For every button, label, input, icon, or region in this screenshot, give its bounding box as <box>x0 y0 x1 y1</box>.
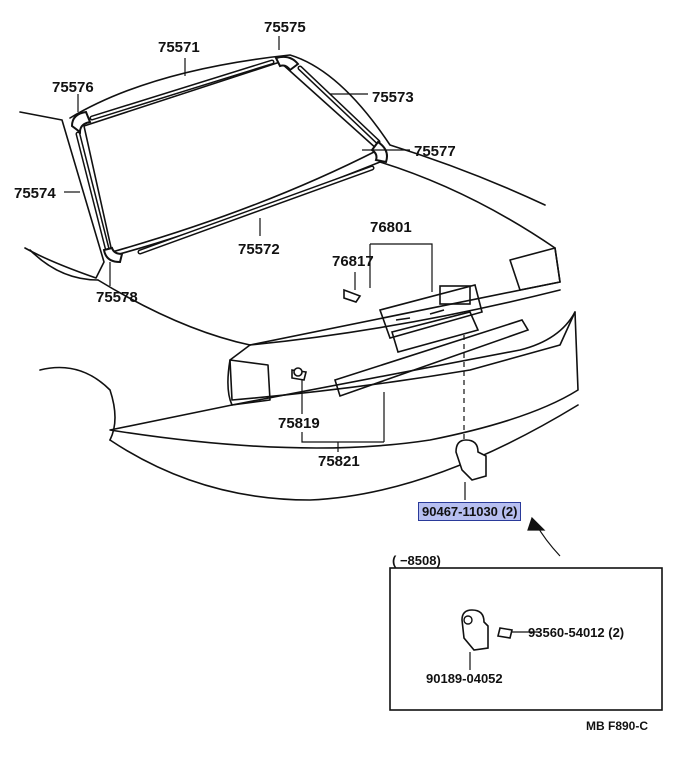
label-75576: 75576 <box>52 79 94 96</box>
corner-75577 <box>370 140 388 164</box>
clip-76817 <box>343 288 362 303</box>
inset-box <box>389 567 663 711</box>
label-75577: 75577 <box>414 143 456 160</box>
tail-light-left <box>227 359 271 406</box>
corner-75576 <box>70 110 92 134</box>
label-76801: 76801 <box>370 219 412 236</box>
trunk-edge <box>97 279 561 346</box>
label-90189: 90189-04052 <box>426 671 503 686</box>
corner-75575 <box>274 55 300 72</box>
label-93560: 93560-54012 (2) <box>528 625 625 640</box>
roof-outline <box>69 54 546 206</box>
label-75574: 75574 <box>14 185 56 202</box>
corner-75578 <box>102 246 124 264</box>
label-75573: 75573 <box>372 89 414 106</box>
label-75571: 75571 <box>158 39 200 56</box>
bolt-90467 <box>455 439 487 481</box>
bumper <box>109 311 579 449</box>
label-75821: 75821 <box>318 453 360 470</box>
fender <box>39 366 116 441</box>
label-75575: 75575 <box>264 19 306 36</box>
garnish-75821 <box>333 319 530 398</box>
rear-panel <box>229 311 576 401</box>
body-line <box>29 249 99 281</box>
label-75578: 75578 <box>96 289 138 306</box>
label-76817: 76817 <box>332 253 374 270</box>
license-bracket <box>378 284 483 339</box>
bumper-lower <box>109 404 579 501</box>
label-75819: 75819 <box>278 415 320 432</box>
tail-light-right <box>509 247 561 291</box>
inset-screw <box>497 627 513 639</box>
rear-window <box>83 61 379 253</box>
inset-date-range: ( −8508) <box>392 553 441 568</box>
diagram-code: MB F890-C <box>586 719 649 733</box>
label-90467-highlighted[interactable]: 90467-11030 (2) <box>418 502 522 521</box>
inset-clip <box>461 609 489 651</box>
label-75572: 75572 <box>238 241 280 258</box>
